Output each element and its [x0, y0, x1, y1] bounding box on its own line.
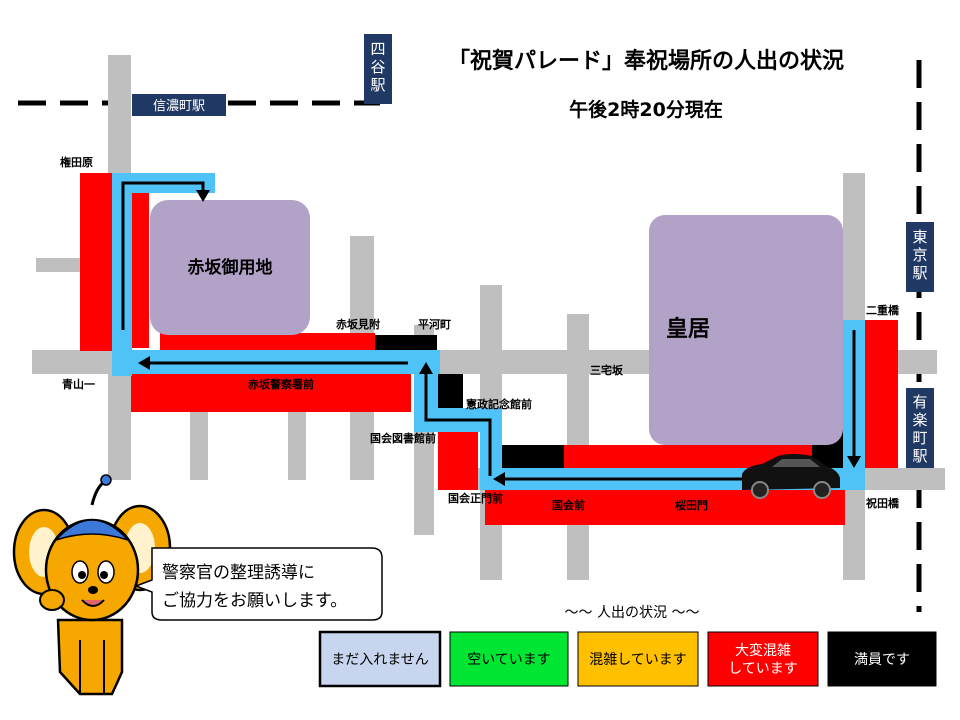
label-gondawara: 権田原	[60, 155, 93, 169]
speech-line-2: ご協力をお願いします。	[162, 591, 347, 611]
label-aoyama-itchome: 青山一	[62, 377, 95, 391]
legend-item: まだ入れません	[318, 630, 442, 688]
place-labels: 権田原 青山一 赤坂警察署前 赤坂見附 平河町 三宅坂 憲政記念館前 国会図書館…	[60, 155, 900, 512]
legend-swatch	[707, 631, 819, 687]
legend-label: 空いています	[467, 652, 551, 668]
area-label-imperial-palace: 皇居	[666, 316, 710, 342]
legend-item: 大変混雑しています	[707, 631, 819, 687]
legend-label: まだ入れません	[331, 652, 429, 668]
speech-line-1: 警察官の整理誘導に	[162, 563, 315, 583]
legend-swatch	[449, 631, 569, 687]
car-icon	[742, 454, 840, 499]
station-shinanomachi: 信濃町駅	[132, 94, 226, 116]
station-label-yurakucho: 有楽町駅	[912, 393, 927, 465]
legend-title: 〜〜 人出の状況 〜〜	[565, 605, 700, 621]
map-title: 「祝賀パレード」奉祝場所の人出の状況	[448, 48, 844, 74]
label-miyakezaka: 三宅坂	[590, 363, 624, 377]
label-kokkai-seimon: 国会正門前	[448, 491, 503, 505]
area-akasaka-palace	[150, 200, 310, 335]
station-label-shinanomachi: 信濃町駅	[153, 99, 205, 114]
legend-label: 大変混雑しています	[728, 642, 798, 677]
station-tokyo: 東京駅	[906, 222, 934, 292]
label-sakuradamon: 桜田門	[675, 498, 708, 512]
label-kokkai-toshokan: 国会図書館前	[370, 431, 436, 445]
legend-swatch	[318, 630, 442, 688]
map-subtitle: 午後2時20分現在	[569, 98, 723, 121]
legend-swatch	[827, 631, 937, 687]
route-arrowheads	[138, 190, 861, 486]
label-akasaka-keisatsusho: 赤坂警察署前	[248, 377, 314, 391]
label-kokkai-mae: 国会前	[552, 498, 585, 512]
station-yurakucho: 有楽町駅	[906, 388, 934, 468]
legend-label: 混雑しています	[589, 652, 687, 668]
route-arrows	[121, 181, 856, 481]
area-label-akasaka-palace: 赤坂御用地	[188, 257, 273, 278]
legend: まだ入れません 空いています 混雑しています 大変混雑しています 満員です	[318, 630, 937, 688]
label-nijubashi: 二重橋	[866, 303, 900, 317]
label-hibiyabashi: 祝田橋	[866, 496, 900, 510]
label-hirakawacho: 平河町	[418, 317, 451, 331]
legend-item: 空いています	[449, 631, 569, 687]
area-imperial-palace	[649, 215, 843, 445]
legend-swatch	[577, 631, 699, 687]
label-kensei-kinenkan: 憲政記念館前	[465, 397, 532, 411]
legend-label: 満員です	[854, 652, 910, 668]
label-akasaka-mitsuke: 赤坂見附	[336, 317, 380, 331]
station-label-tokyo: 東京駅	[912, 228, 927, 282]
station-yotsuya: 四谷駅	[364, 34, 392, 104]
speech-bubble: 警察官の整理誘導に ご協力をお願いします。	[133, 547, 383, 621]
legend-item: 満員です	[827, 631, 937, 687]
legend-item: 混雑しています	[577, 631, 699, 687]
station-label-yotsuya: 四谷駅	[370, 40, 385, 94]
